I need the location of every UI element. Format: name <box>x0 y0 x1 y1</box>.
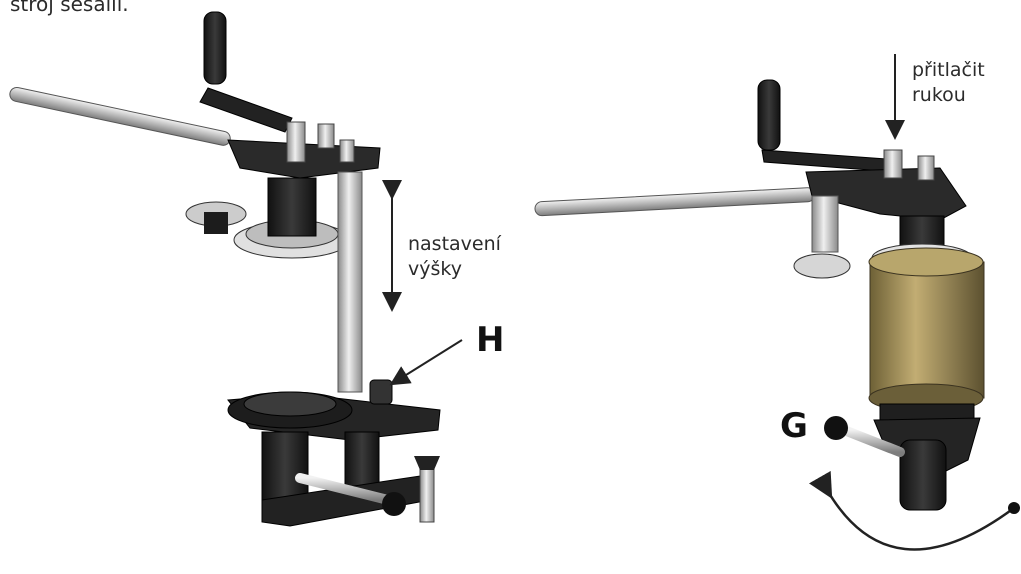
press-label-line-1: přitlačit <box>912 59 985 81</box>
right-machine <box>534 79 985 511</box>
press-label: přitlačit rukou <box>912 58 985 108</box>
press-label-line-2: rukou <box>912 84 966 106</box>
caption-text: stroj sešalli. <box>10 0 129 16</box>
height-adjust-label: nastavení výšky <box>408 232 501 282</box>
part-g-label: G <box>780 406 808 446</box>
annotation-arrows <box>382 54 1020 551</box>
part-h-label: H <box>476 320 505 360</box>
height-label-line-1: nastavení <box>408 233 501 255</box>
left-machine <box>9 11 441 527</box>
height-label-line-2: výšky <box>408 258 462 280</box>
